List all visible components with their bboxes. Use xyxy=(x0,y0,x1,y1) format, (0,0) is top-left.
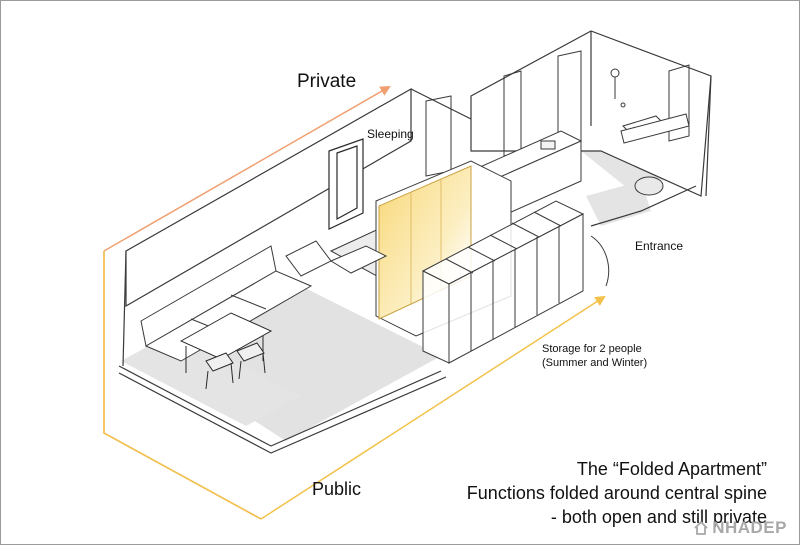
storage-label-line1: Storage for 2 people xyxy=(542,343,642,355)
public-arrow xyxy=(103,251,262,520)
wardrobe-top-divider xyxy=(533,211,562,227)
entrance-threshold xyxy=(590,185,697,227)
chair-leg xyxy=(230,362,234,384)
dining-table xyxy=(179,312,273,360)
toilet xyxy=(634,176,664,196)
chair-leg xyxy=(205,370,209,390)
public-arrow-head-line xyxy=(260,295,606,520)
window-frame xyxy=(425,95,452,177)
left-wall xyxy=(125,87,412,308)
wardrobe-side xyxy=(448,213,584,364)
dining-chair xyxy=(205,352,234,372)
left-wall-post xyxy=(122,250,127,367)
rear-wall-top xyxy=(410,88,472,120)
storage-label-line2: (Summer and Winter) xyxy=(542,357,648,369)
diagram-caption: The “Folded Apartment” Functions folded … xyxy=(467,457,767,529)
dining-chair xyxy=(236,342,265,362)
chair-leg xyxy=(238,360,242,380)
wardrobe-top-divider xyxy=(467,246,496,262)
sleeping-steps xyxy=(329,245,388,274)
sofa-armrest xyxy=(285,240,332,277)
entrance-door-swing xyxy=(590,235,610,287)
caption-line-1: The “Folded Apartment” xyxy=(576,459,767,479)
watermark-logo: NHADEP xyxy=(693,518,787,538)
public-label: Public xyxy=(312,479,362,499)
wardrobe-front xyxy=(422,270,450,364)
wardrobe-top-divider xyxy=(511,222,540,238)
private-arrow-head-line xyxy=(103,85,391,252)
watermark-text: NHADEP xyxy=(712,518,787,537)
sleeping-label: Sleeping xyxy=(367,127,414,141)
wardrobe-top-divider xyxy=(445,258,474,274)
caption-line-3: - both open and still private xyxy=(550,507,767,527)
kitchen-sink xyxy=(540,140,556,150)
pivot-door xyxy=(328,138,364,230)
bathroom-counter xyxy=(620,113,690,144)
storage-label: Storage for 2 people (Summer and Winter) xyxy=(542,342,647,370)
window-frame xyxy=(668,64,690,142)
entrance-floor xyxy=(586,181,651,226)
floor-edge-front xyxy=(118,365,442,447)
floor-edge-base xyxy=(118,372,447,454)
chair-leg xyxy=(262,352,266,374)
dining-set xyxy=(179,312,273,390)
entrance-label: Entrance xyxy=(635,239,684,253)
sofa-cushion-line xyxy=(230,294,267,310)
shower-head xyxy=(610,68,620,78)
storage-wardrobes xyxy=(421,200,585,364)
right-wall-edge xyxy=(705,75,712,197)
caption-line-2: Functions folded around central spine xyxy=(466,483,767,503)
house-icon xyxy=(694,520,708,535)
outer-walls xyxy=(118,30,712,454)
shower-drain xyxy=(620,102,626,108)
private-label: Private xyxy=(297,71,357,92)
bathroom-fixtures xyxy=(610,68,690,196)
wardrobe-top-divider xyxy=(489,234,518,250)
door-panel-inner xyxy=(336,145,358,221)
